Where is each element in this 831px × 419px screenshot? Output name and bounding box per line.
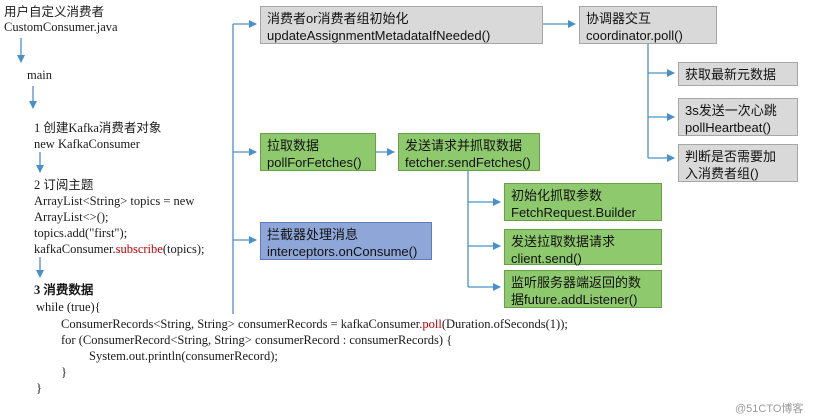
main-label: main — [27, 68, 52, 82]
step3-title: 3 消费数据 — [34, 283, 94, 297]
poll-call: poll — [422, 317, 442, 331]
step2-code3: topics.add("first"); — [34, 226, 128, 240]
loop-line6: } — [36, 381, 42, 395]
step1-title: 1 创建Kafka消费者对象 — [34, 121, 162, 135]
loop-line2: ConsumerRecords<String, String> consumer… — [61, 317, 568, 331]
title-line1: 用户自定义消费者 — [4, 5, 105, 19]
step1-code: new KafkaConsumer — [34, 137, 140, 151]
watermark: @51CTO博客 — [735, 403, 804, 415]
subscribe-call: subscribe — [115, 242, 163, 256]
loop-line3: for (ConsumerRecord<String, String> cons… — [61, 333, 453, 347]
join-group-box: 判断是否需要加入消费者组() — [678, 144, 798, 182]
step2-code4: kafkaConsumer.subscribe(topics); — [34, 242, 205, 256]
loop-line1: while (true){ — [36, 300, 101, 314]
step2-code2: ArrayList<>(); — [34, 210, 109, 224]
loop-line5: } — [61, 365, 67, 379]
step2-title: 2 订阅主题 — [34, 178, 94, 192]
listener-box: 监听服务器端返回的数据future.addListener() — [504, 270, 662, 308]
title-line2: CustomConsumer.java — [4, 20, 118, 34]
metadata-box: 获取最新元数据 — [678, 62, 798, 86]
step2-code1: ArrayList<String> topics = new — [34, 194, 195, 208]
loop-line4: System.out.println(consumerRecord); — [89, 349, 278, 363]
